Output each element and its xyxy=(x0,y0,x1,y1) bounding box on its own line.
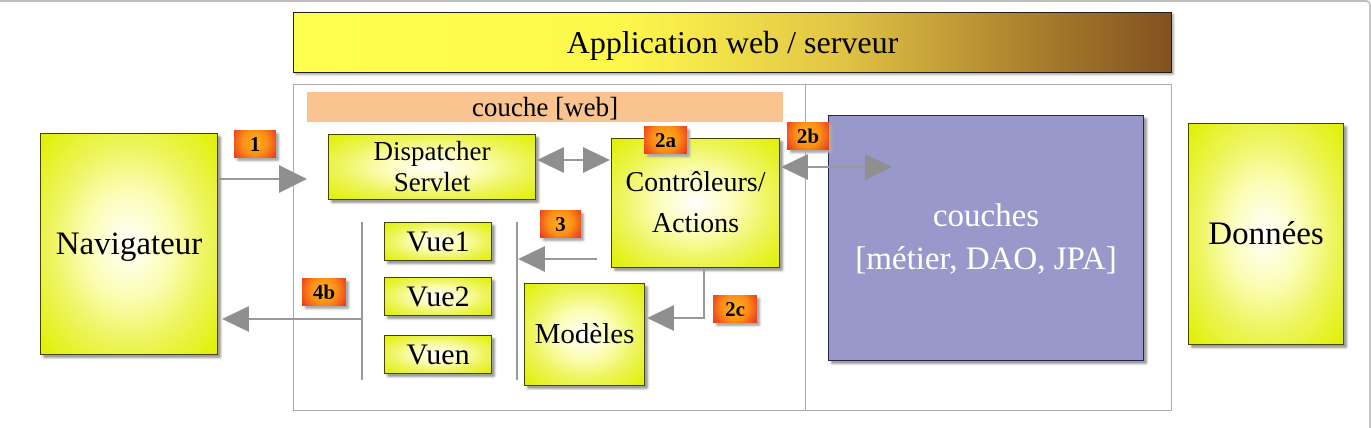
dispatcher-servlet-box: Dispatcher Servlet xyxy=(328,134,536,200)
donnees-box: Données xyxy=(1188,123,1344,345)
controleurs-label-line1: Contrôleurs/ xyxy=(625,167,766,198)
step-badge-2c: 2c xyxy=(713,295,757,323)
vue1-box: Vue1 xyxy=(384,222,492,261)
vue2-box: Vue2 xyxy=(384,277,492,316)
web-layer-banner: couche [web] xyxy=(307,92,783,122)
navigateur-label: Navigateur xyxy=(55,225,203,262)
title-banner: Application web / serveur xyxy=(293,12,1172,73)
dispatcher-label-line1: Dispatcher xyxy=(373,136,491,166)
modeles-label: Modèles xyxy=(534,318,635,350)
navigateur-box: Navigateur xyxy=(40,133,218,355)
couches-label-line1: couches xyxy=(932,198,1040,234)
step-badge-4b: 4b xyxy=(302,278,346,306)
dispatcher-label-line2: Servlet xyxy=(393,167,471,197)
controleurs-label-line2: Actions xyxy=(651,208,740,239)
web-layer-label: couche [web] xyxy=(471,91,619,122)
step-badge-3: 3 xyxy=(540,210,581,238)
step-badge-3-label: 3 xyxy=(555,211,566,236)
step-badge-2c-label: 2c xyxy=(725,296,745,321)
couches-label-line2: [métier, DAO, JPA] xyxy=(855,241,1117,277)
step-badge-2a: 2a xyxy=(644,126,687,154)
step-badge-1-label: 1 xyxy=(249,131,261,156)
modeles-box: Modèles xyxy=(524,283,645,386)
donnees-label: Données xyxy=(1208,215,1324,252)
couches-metier-box: couches [métier, DAO, JPA] xyxy=(828,115,1144,361)
step-badge-2b: 2b xyxy=(787,122,829,150)
business-layer-container xyxy=(805,84,1172,411)
step-badge-4b-label: 4b xyxy=(312,279,336,304)
step-badge-2a-label: 2a xyxy=(655,127,676,152)
vuen-label: Vuen xyxy=(406,337,470,371)
vue1-label: Vue1 xyxy=(406,224,470,258)
vue2-label: Vue2 xyxy=(406,279,470,313)
step-badge-2b-label: 2b xyxy=(796,123,820,148)
diagram-title: Application web / serveur xyxy=(566,24,899,60)
controleurs-actions-box: Contrôleurs/ Actions xyxy=(611,138,780,268)
vuen-box: Vuen xyxy=(384,335,492,374)
step-badge-1: 1 xyxy=(234,130,276,158)
